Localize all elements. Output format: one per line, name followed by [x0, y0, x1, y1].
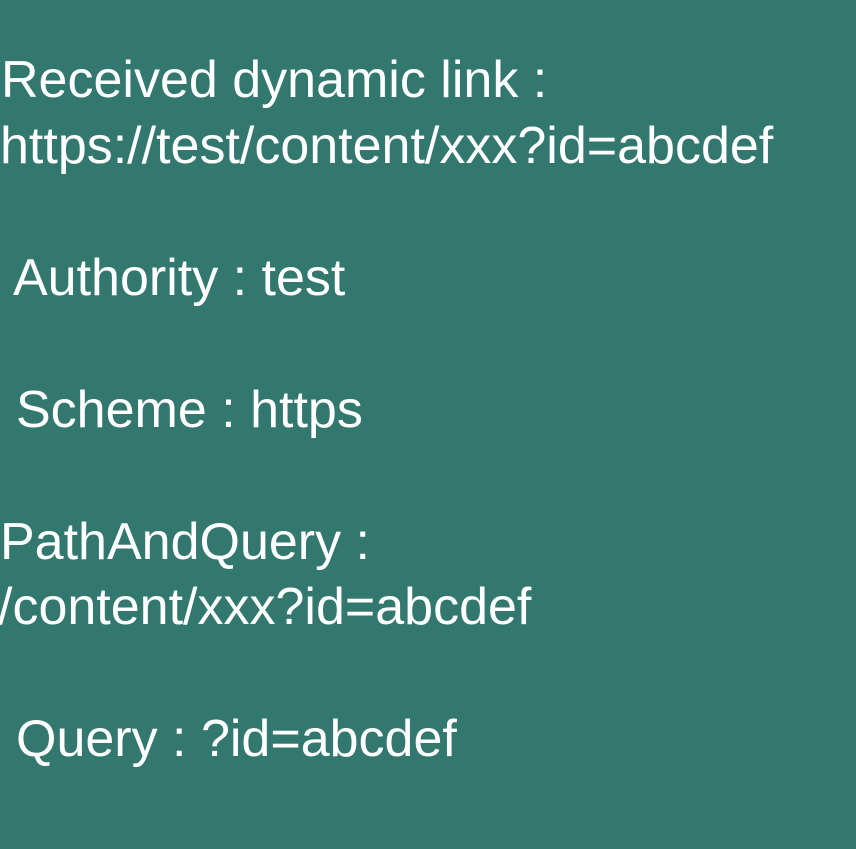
query-text: Query : ?id=abcdef — [16, 710, 457, 768]
received-link-label: Received dynamic link : — [1, 51, 548, 109]
path-and-query-label: PathAndQuery : — [0, 513, 370, 571]
path-and-query-value: /content/xxx?id=abcdef — [0, 578, 532, 636]
authority-text: Authority : test — [13, 249, 346, 307]
scheme-text: Scheme : https — [16, 381, 363, 439]
received-link-value: https://test/content/xxx?id=abcdef — [0, 117, 774, 175]
